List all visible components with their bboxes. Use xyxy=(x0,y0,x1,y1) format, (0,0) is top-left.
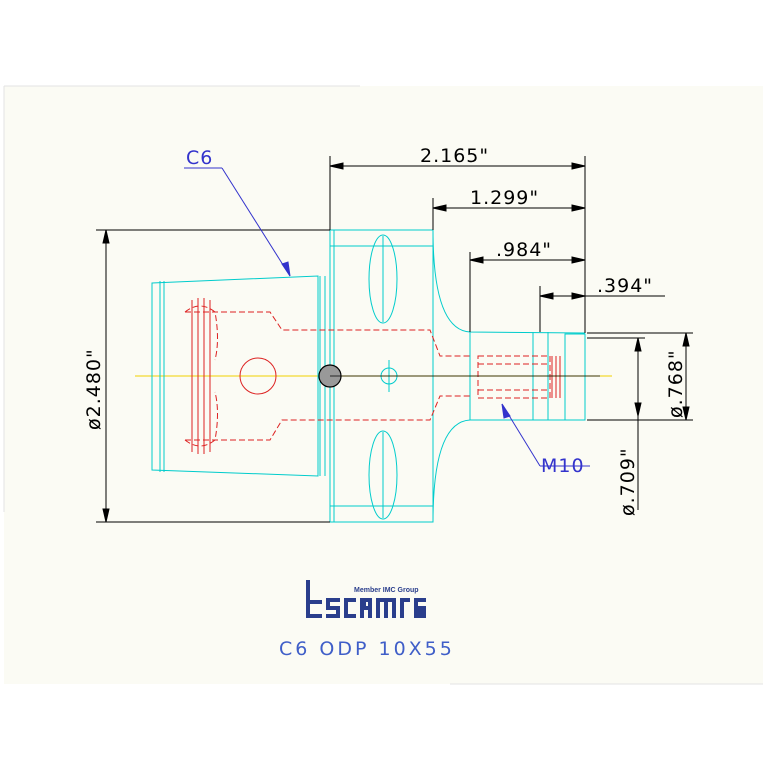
hidden-solid xyxy=(191,298,561,454)
neck-fillet-bottom xyxy=(432,419,585,523)
arrow-overall-left xyxy=(329,162,344,170)
neck-fillet-top xyxy=(432,229,586,334)
arrow-tip-left xyxy=(539,292,554,300)
hidden-lines xyxy=(184,305,551,447)
logo-tagline: Member IMC Group xyxy=(354,587,419,594)
arrow-pilot-dia-top xyxy=(634,337,642,352)
iscar-logo: Member IMC Group xyxy=(306,580,426,618)
arrow-neck-left xyxy=(432,204,447,212)
drive-slot-top xyxy=(368,234,398,324)
hidden-coupling-bore xyxy=(185,311,470,357)
part-outline xyxy=(151,229,586,523)
arrow-pilot-dia-bottom xyxy=(634,402,642,417)
arrow-shank-right xyxy=(571,256,586,264)
hidden-lobe-top xyxy=(184,305,218,361)
leader-coupling-arrow xyxy=(281,261,291,277)
arrow-overall-right xyxy=(571,162,586,170)
arrow-shank-dia-bottom xyxy=(682,406,690,421)
arrow-tip-right xyxy=(571,292,586,300)
dim-shank-diameter: ø.768" xyxy=(665,349,687,418)
dimension-lines xyxy=(96,156,693,523)
hidden-thread xyxy=(477,355,551,399)
leader-coupling xyxy=(221,167,291,277)
dim-shank-length: .984" xyxy=(496,239,552,261)
callout-thread: M10 xyxy=(541,455,585,477)
callout-leaders xyxy=(184,167,590,467)
dim-overall-length: 2.165" xyxy=(420,145,489,167)
arrow-neck-right xyxy=(571,204,586,212)
dim-neck-length: 1.299" xyxy=(470,187,539,209)
coupling-ball-hole xyxy=(239,357,277,395)
shank-tip xyxy=(564,333,586,421)
sheet-background xyxy=(4,86,763,684)
arrow-flange-bottom xyxy=(102,508,110,523)
arrow-shank-left xyxy=(469,256,484,264)
hidden-lobe-bottom xyxy=(184,391,218,447)
drawing-title: C6 ODP 10X55 xyxy=(279,638,455,660)
leader-thread-arrow xyxy=(501,403,511,419)
arrow-flange-top xyxy=(102,229,110,244)
dim-pilot-diameter: ø.709" xyxy=(617,447,639,516)
callout-coupling: C6 xyxy=(186,147,213,169)
coupling-body-outline xyxy=(151,275,319,477)
dim-flange-diameter: ø2.480" xyxy=(83,348,105,430)
drive-slot-bottom xyxy=(368,430,398,520)
hidden-coupling-bore-lower xyxy=(185,395,470,441)
arrow-shank-dia-top xyxy=(682,332,690,347)
logo-letters xyxy=(306,598,426,618)
logo-stroke-i xyxy=(306,580,310,600)
dim-tip-length: .394" xyxy=(597,275,653,297)
